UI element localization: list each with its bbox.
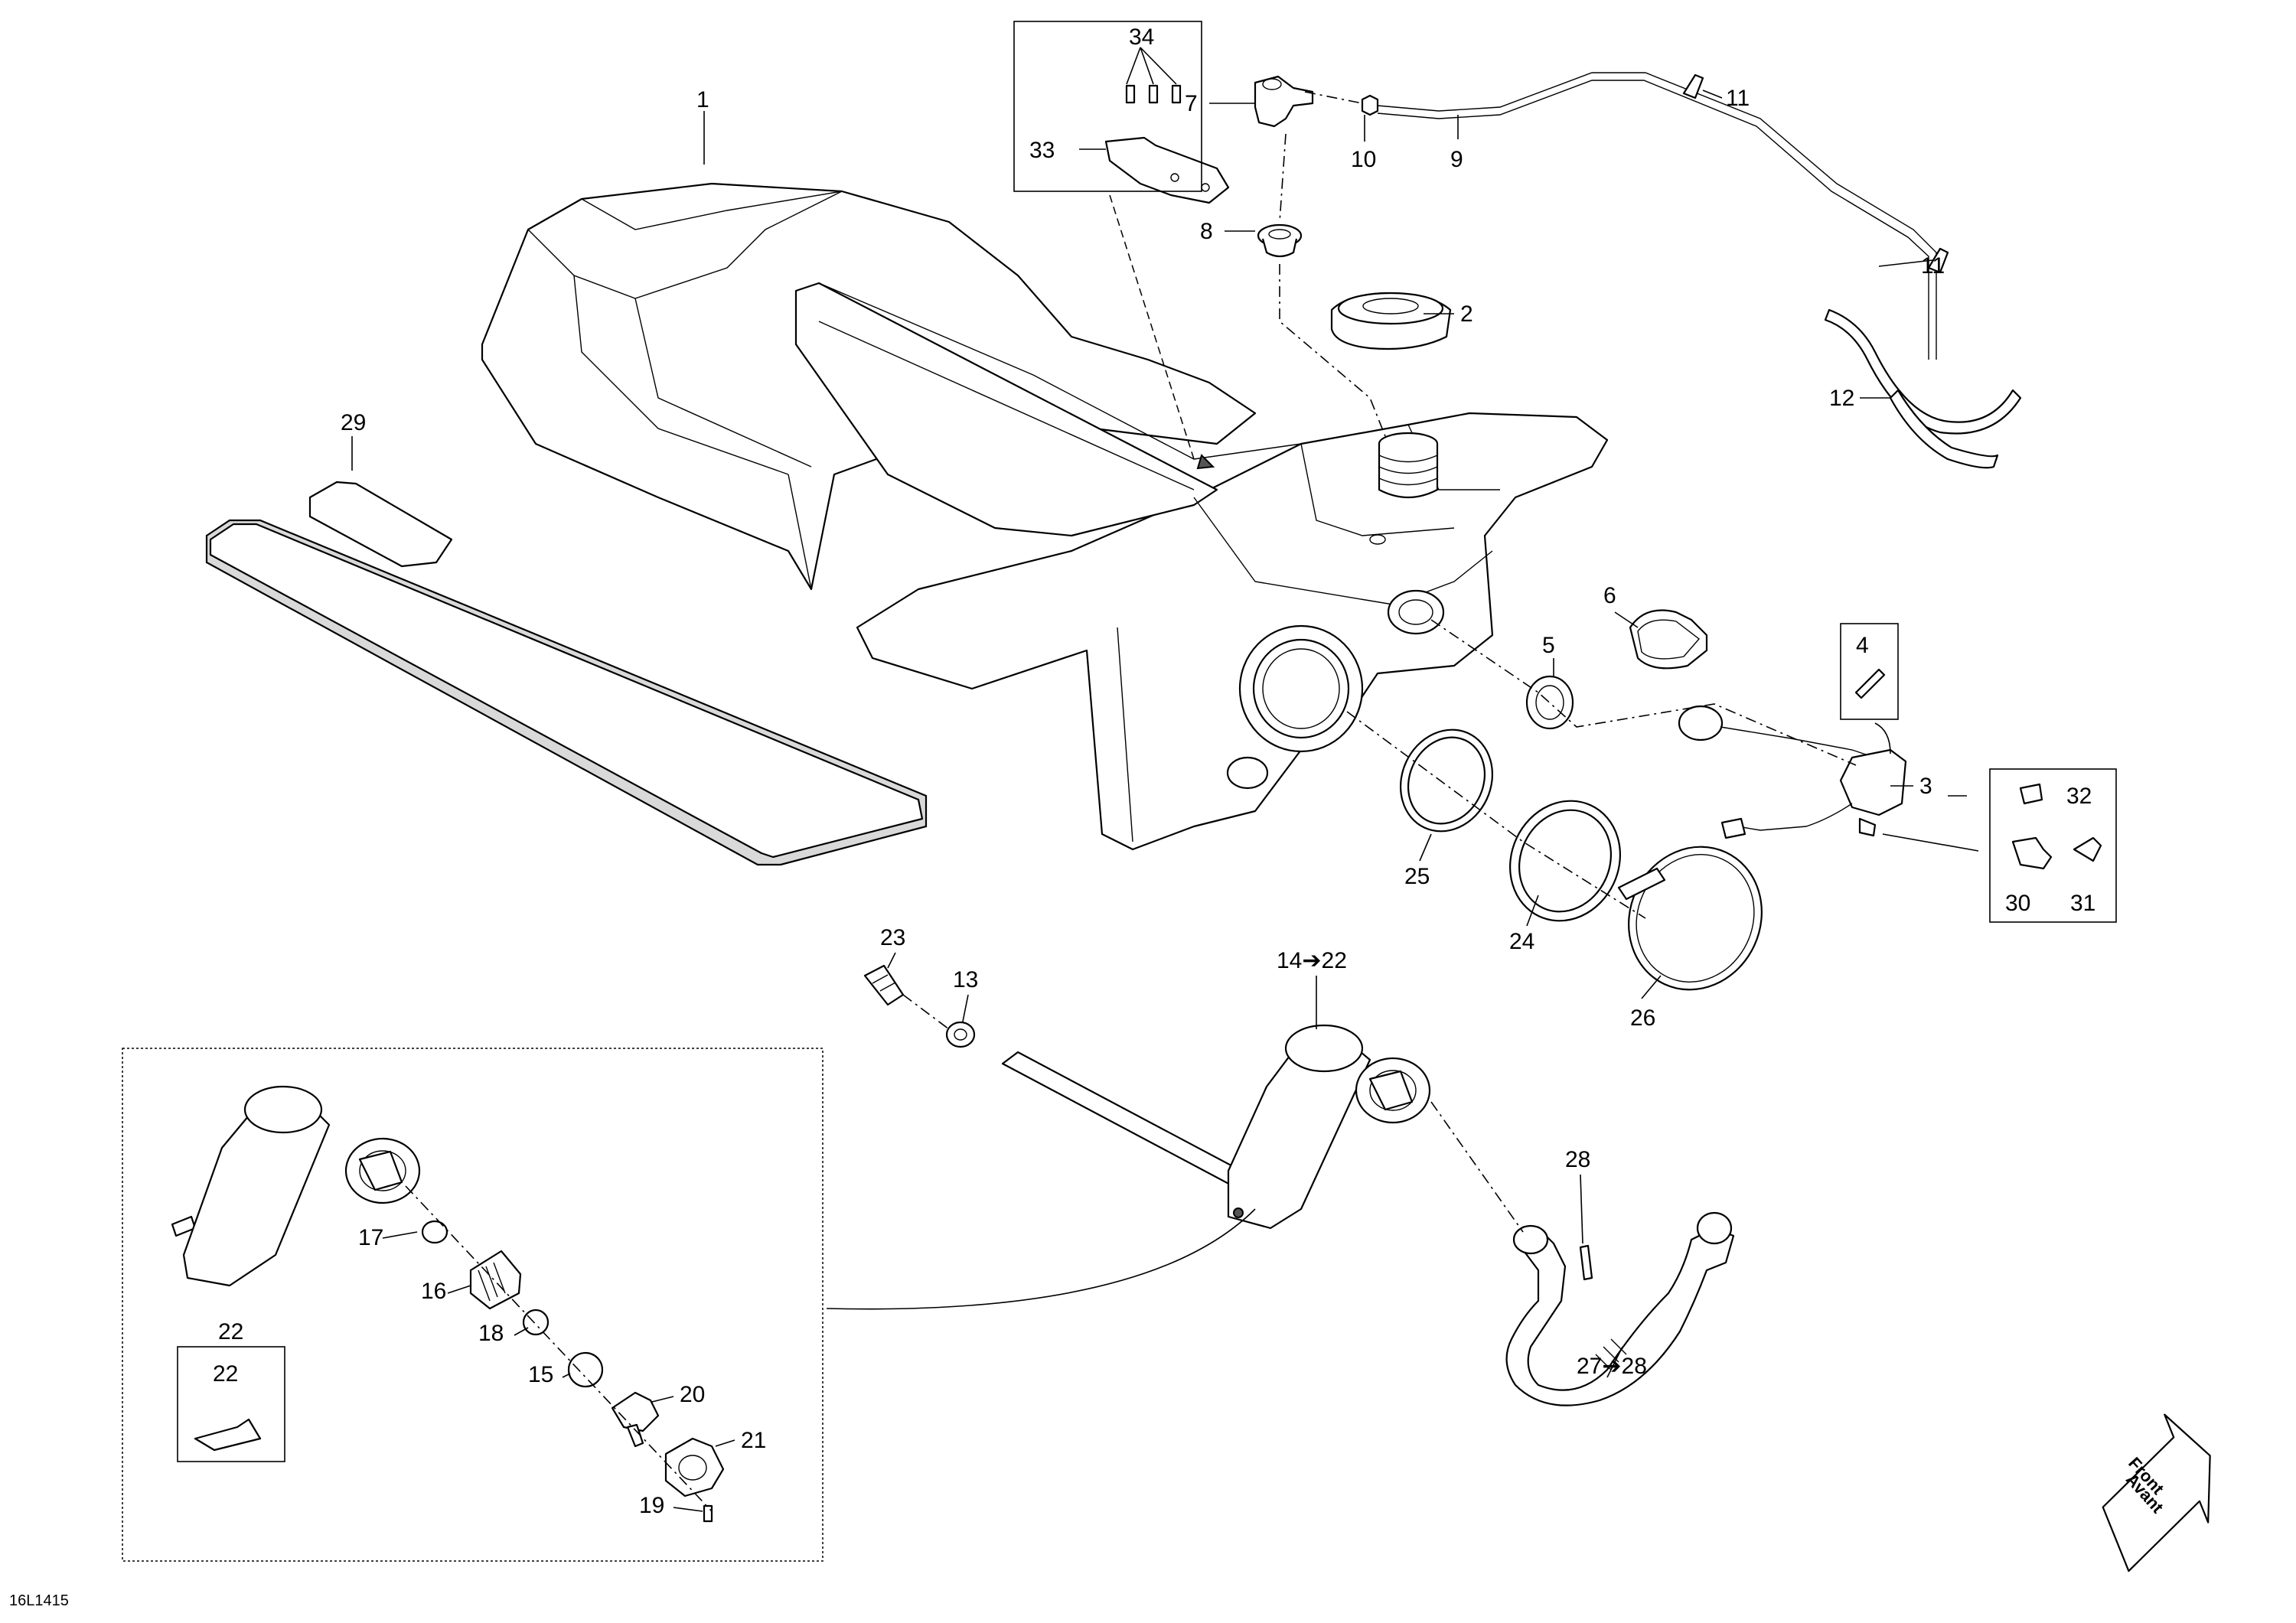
callout-11a: 11 bbox=[1726, 86, 1750, 111]
bracket-box bbox=[1013, 21, 1202, 192]
callout-4: 4 bbox=[1856, 633, 1869, 658]
grommet-13 bbox=[945, 1021, 976, 1048]
o-ring-18 bbox=[522, 1309, 550, 1336]
grommet bbox=[1257, 223, 1303, 258]
clamp bbox=[1617, 846, 1763, 991]
callout-26: 26 bbox=[1630, 1005, 1655, 1031]
hose-clip-lower bbox=[1927, 247, 1949, 274]
vent-fitting bbox=[1361, 94, 1379, 116]
outlet-fitting bbox=[611, 1391, 660, 1448]
diagram-code: 16L1415 bbox=[9, 1592, 69, 1609]
callout-9: 9 bbox=[1450, 147, 1463, 172]
seat-pad bbox=[205, 481, 928, 866]
callout-21: 21 bbox=[741, 1428, 766, 1453]
callout-27-28: 27➔28 bbox=[1577, 1354, 1647, 1379]
o-ring bbox=[1399, 728, 1494, 833]
callout-32: 32 bbox=[2066, 784, 2092, 809]
drain-hose bbox=[1824, 308, 2022, 469]
callout-19: 19 bbox=[639, 1493, 664, 1518]
screws bbox=[1125, 84, 1182, 104]
pump-detail bbox=[171, 1085, 421, 1287]
callout-16: 16 bbox=[421, 1279, 446, 1304]
callout-28: 28 bbox=[1565, 1147, 1590, 1172]
callout-3: 3 bbox=[1919, 774, 1932, 799]
fuel-cap bbox=[1330, 292, 1452, 350]
pin bbox=[1579, 1244, 1593, 1281]
callout-31: 31 bbox=[2070, 891, 2095, 916]
detail-box bbox=[122, 1048, 823, 1562]
bushing bbox=[1525, 675, 1574, 730]
callout-12: 12 bbox=[1829, 386, 1854, 411]
retaining-plate bbox=[664, 1437, 725, 1498]
callout-1: 1 bbox=[696, 87, 709, 112]
callout-14-22: 14➔22 bbox=[1277, 948, 1347, 973]
callout-22: 22 bbox=[218, 1319, 243, 1344]
callout-10: 10 bbox=[1351, 147, 1376, 172]
callout-24: 24 bbox=[1509, 929, 1534, 954]
callout-labels: 1 2 3 4 5 6 7 8 9 10 11 11 12 13 14➔22 1… bbox=[213, 24, 2095, 1518]
fuel-pump bbox=[1001, 1024, 1431, 1230]
callout-6: 6 bbox=[1603, 583, 1616, 608]
o-ring-17 bbox=[421, 1220, 448, 1244]
callout-2: 2 bbox=[1460, 301, 1473, 327]
callout-18: 18 bbox=[478, 1321, 504, 1346]
screw-19 bbox=[703, 1504, 713, 1523]
callout-20: 20 bbox=[680, 1382, 705, 1407]
level-sender bbox=[1678, 705, 1907, 839]
hose-clip-upper bbox=[1682, 73, 1704, 99]
callout-7: 7 bbox=[1185, 91, 1198, 116]
leader-lines bbox=[351, 47, 1979, 1512]
bracket bbox=[1104, 136, 1230, 204]
callout-15: 15 bbox=[528, 1362, 553, 1387]
callout-33: 33 bbox=[1029, 138, 1055, 163]
callout-13: 13 bbox=[953, 967, 978, 992]
front-badge: Front Avant bbox=[2102, 1413, 2211, 1572]
gasket bbox=[1629, 609, 1708, 670]
callout-8: 8 bbox=[1200, 219, 1213, 244]
callout-23: 23 bbox=[880, 925, 905, 950]
lock-ring bbox=[1509, 800, 1621, 922]
callout-29: 29 bbox=[341, 410, 366, 435]
callout-22-box: 22 bbox=[213, 1361, 238, 1387]
assembly-axes bbox=[405, 91, 1857, 1512]
callout-30: 30 bbox=[2005, 891, 2030, 916]
fastener-box bbox=[1989, 768, 2117, 923]
fuse-box bbox=[1840, 623, 1899, 720]
clip-22-box bbox=[177, 1346, 285, 1462]
nipple-fitting bbox=[863, 964, 905, 1006]
callout-17: 17 bbox=[358, 1225, 383, 1250]
callout-11b: 11 bbox=[1921, 253, 1945, 279]
callout-34: 34 bbox=[1129, 24, 1154, 50]
o-ring-15 bbox=[567, 1351, 604, 1388]
callout-25: 25 bbox=[1404, 864, 1430, 889]
vent-valve bbox=[1254, 75, 1314, 128]
fuel-line bbox=[1505, 1211, 1735, 1406]
fuel-tank bbox=[794, 282, 1609, 851]
callout-5: 5 bbox=[1542, 633, 1555, 658]
